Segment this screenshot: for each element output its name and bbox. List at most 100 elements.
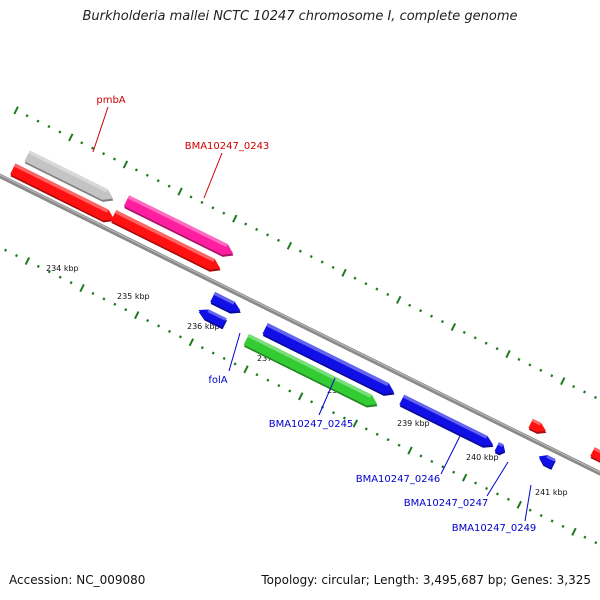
minor-tick — [473, 336, 477, 340]
minor-tick — [594, 541, 598, 545]
minor-tick — [233, 362, 237, 366]
minor-tick — [134, 168, 138, 172]
minor-tick — [572, 385, 576, 389]
feature-body — [590, 447, 600, 462]
minor-tick — [441, 465, 445, 469]
feature-highlight — [127, 195, 228, 248]
minor-tick — [539, 514, 543, 518]
feature-highlight — [546, 455, 556, 462]
gene-feature-arrow — [10, 163, 115, 223]
feature-body — [110, 210, 221, 270]
minor-tick — [91, 291, 95, 296]
minor-tick — [91, 146, 95, 150]
gene-labels: pmbABMA10247_0243folABMA10247_0245BMA102… — [92, 95, 536, 534]
label-leader-line — [92, 106, 109, 153]
major-tick — [134, 311, 140, 320]
feature-highlight — [28, 150, 108, 193]
minor-tick — [124, 308, 128, 312]
minor-tick — [277, 384, 281, 388]
minor-tick — [47, 270, 51, 274]
minor-tick — [550, 374, 554, 378]
major-tick — [396, 295, 402, 304]
minor-tick — [25, 114, 29, 118]
scale-tick-label: 240 kbp — [466, 453, 499, 462]
minor-tick — [375, 287, 379, 291]
major-tick — [24, 256, 31, 266]
inner-tick-row — [4, 248, 598, 545]
gene-feature-arrow — [24, 150, 114, 202]
scale-tick-label: 239 kbp — [397, 419, 430, 428]
minor-tick — [276, 238, 281, 242]
major-tick — [243, 365, 249, 374]
feature-highlight — [207, 309, 227, 321]
major-tick — [571, 527, 577, 536]
minor-tick — [528, 363, 532, 367]
feature-body — [24, 150, 114, 200]
minor-tick — [113, 302, 117, 306]
gene-feature-arrow — [210, 292, 241, 314]
gene-feature-arrow — [110, 210, 221, 272]
major-tick — [13, 106, 19, 115]
minor-tick — [419, 309, 423, 313]
feature-body — [210, 292, 241, 312]
feature-highlight — [266, 323, 389, 387]
minor-tick — [331, 265, 335, 269]
accession-text: Accession: NC_009080 — [9, 573, 146, 587]
backbone — [0, 173, 600, 476]
label-leader-line — [486, 461, 509, 497]
minor-tick — [222, 211, 226, 215]
major-tick — [407, 446, 413, 455]
minor-tick — [430, 459, 434, 463]
minor-tick — [331, 411, 336, 415]
feature-track — [10, 150, 600, 470]
minor-tick — [102, 297, 106, 301]
minor-tick — [495, 347, 499, 351]
major-tick — [68, 133, 74, 142]
minor-tick — [375, 432, 379, 436]
minor-tick — [419, 454, 423, 458]
minor-tick — [4, 248, 8, 252]
feature-body — [123, 195, 234, 255]
major-tick — [232, 214, 238, 223]
minor-tick — [309, 255, 313, 259]
feature-highlight — [213, 292, 235, 305]
major-tick — [516, 500, 522, 509]
minor-tick — [550, 519, 554, 523]
minor-tick — [484, 341, 488, 345]
major-tick — [341, 268, 347, 277]
minor-tick — [310, 400, 314, 404]
minor-tick — [452, 470, 456, 474]
label-leader-line — [228, 332, 241, 372]
minor-tick — [69, 281, 73, 285]
feature-body — [399, 394, 494, 446]
label-leader-line — [440, 435, 461, 475]
minor-tick — [112, 157, 117, 161]
minor-tick — [561, 524, 565, 528]
scale-tick-label: 235 kbp — [117, 292, 150, 301]
minor-tick — [386, 292, 390, 297]
minor-tick — [211, 206, 215, 210]
genome-summary: Topology: circular; Length: 3,495,687 bp… — [261, 573, 591, 587]
label-leader-line — [318, 377, 336, 416]
feature-highlight — [497, 442, 504, 447]
minor-tick — [397, 443, 401, 447]
major-tick — [352, 419, 359, 428]
minor-tick — [583, 390, 587, 394]
minor-tick — [189, 195, 193, 199]
map-title: Burkholderia mallei NCTC 10247 chromosom… — [82, 9, 518, 24]
minor-tick — [266, 378, 270, 382]
minor-tick — [200, 200, 204, 204]
gene-name-label: pmbA — [96, 95, 125, 106]
minor-tick — [244, 222, 248, 226]
minor-tick — [36, 264, 40, 268]
feature-highlight — [593, 447, 600, 455]
minor-tick — [58, 275, 62, 279]
major-tick — [461, 473, 468, 482]
minor-tick — [14, 253, 18, 258]
minor-tick — [484, 486, 489, 491]
gene-name-label: BMA10247_0243 — [185, 141, 270, 152]
minor-tick — [102, 152, 106, 156]
gene-feature-arrow — [528, 418, 547, 434]
